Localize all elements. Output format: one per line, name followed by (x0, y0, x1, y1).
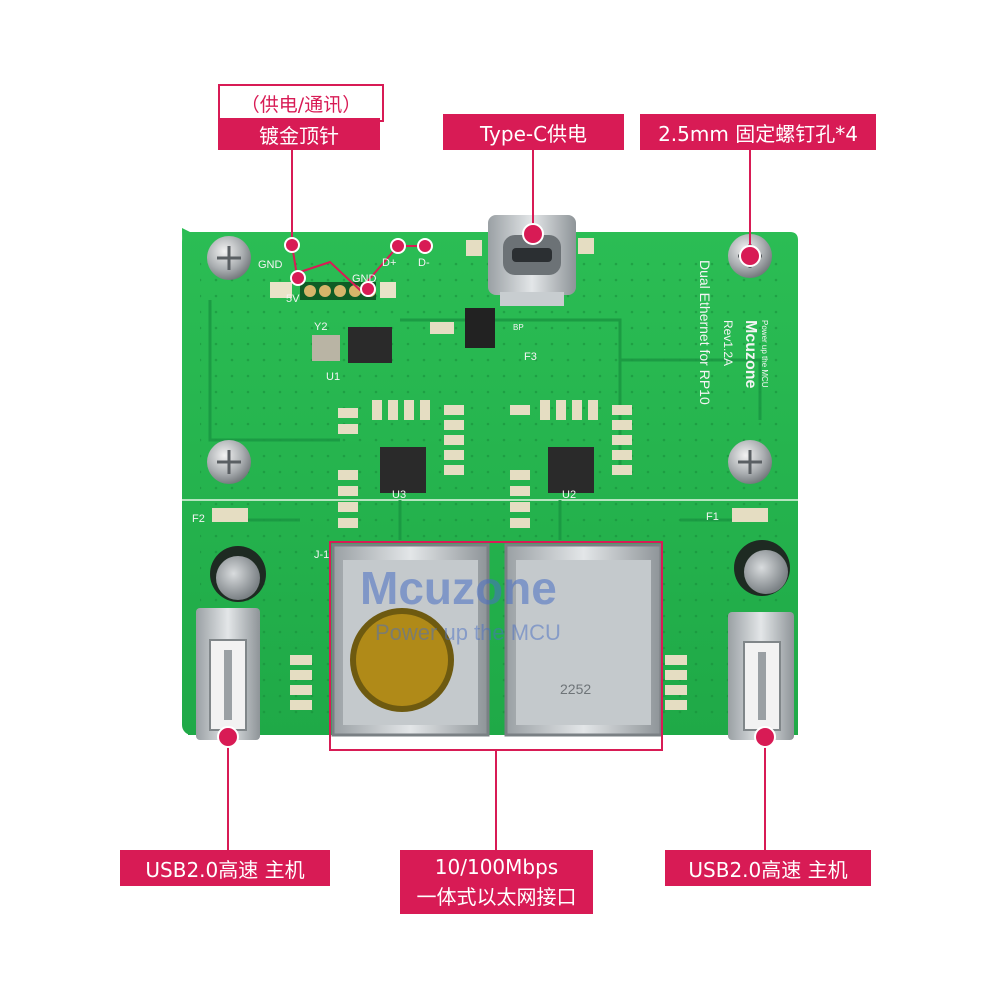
passive-components (212, 238, 768, 710)
callout-pins-top: （供电/通讯） (218, 84, 384, 122)
silk-5v: 5V (286, 293, 300, 305)
silk-gnd-2: GND (352, 273, 377, 285)
capacitor-left (210, 546, 266, 602)
rj45-left (331, 543, 490, 737)
callout-pins-bottom: 镀金顶针 (218, 118, 380, 150)
usb-port-right (728, 612, 794, 740)
silk-f1: F1 (706, 511, 719, 523)
watermark-brand: Mcuzone (360, 562, 557, 614)
silk-rj45-code: 2252 (560, 681, 591, 697)
silk-revision: Rev1.2A (721, 320, 735, 366)
screw-mid-left (207, 440, 251, 484)
mosfet (465, 308, 495, 348)
callout-typec: Type-C供电 (443, 114, 624, 150)
callout-usb-left: USB2.0高速 主机 (120, 850, 330, 886)
screw-top-left (207, 236, 251, 280)
callout-pins: （供电/通讯） 镀金顶针 (218, 84, 384, 150)
silk-bp: BP (513, 323, 524, 332)
silk-u1: U1 (326, 371, 340, 383)
type-c-connector (488, 215, 576, 306)
callout-ethernet-desc: 一体式以太网接口 (416, 885, 577, 909)
silk-tagline: Power up the MCU (760, 320, 769, 388)
leader-dots (217, 223, 776, 748)
crystal-y2 (312, 335, 340, 361)
silk-gnd-1: GND (258, 259, 283, 271)
silk-d-minus: D- (418, 257, 430, 269)
silk-f2: F2 (192, 513, 205, 525)
callout-ethernet: 10/100Mbps 一体式以太网接口 (400, 850, 593, 914)
silk-f3: F3 (524, 351, 537, 363)
watermark-tagline: Power up the MCU (375, 620, 561, 645)
callout-usb-right: USB2.0高速 主机 (665, 850, 871, 886)
leader-lines (227, 150, 766, 850)
ic-u2 (548, 447, 594, 493)
silk-board-title: Dual Ethernet for RP10 (697, 260, 713, 405)
usb-port-left (196, 608, 260, 740)
screw-mid-right (728, 440, 772, 484)
ic-u1 (348, 327, 392, 363)
ic-u3 (380, 447, 426, 493)
silk-d-plus: D+ (382, 257, 396, 269)
callout-ethernet-speed: 10/100Mbps (434, 855, 559, 879)
silk-brand: Mcuzone (742, 320, 759, 389)
silk-y2: Y2 (314, 321, 327, 333)
rj45-right (504, 543, 663, 737)
capacitor-right (734, 540, 790, 596)
silk-j1: J-1 (314, 549, 329, 561)
callout-screw-holes: 2.5mm 固定螺钉孔*4 (640, 114, 876, 150)
silk-u3: U3 (392, 489, 406, 501)
silk-u2: U2 (562, 489, 576, 501)
